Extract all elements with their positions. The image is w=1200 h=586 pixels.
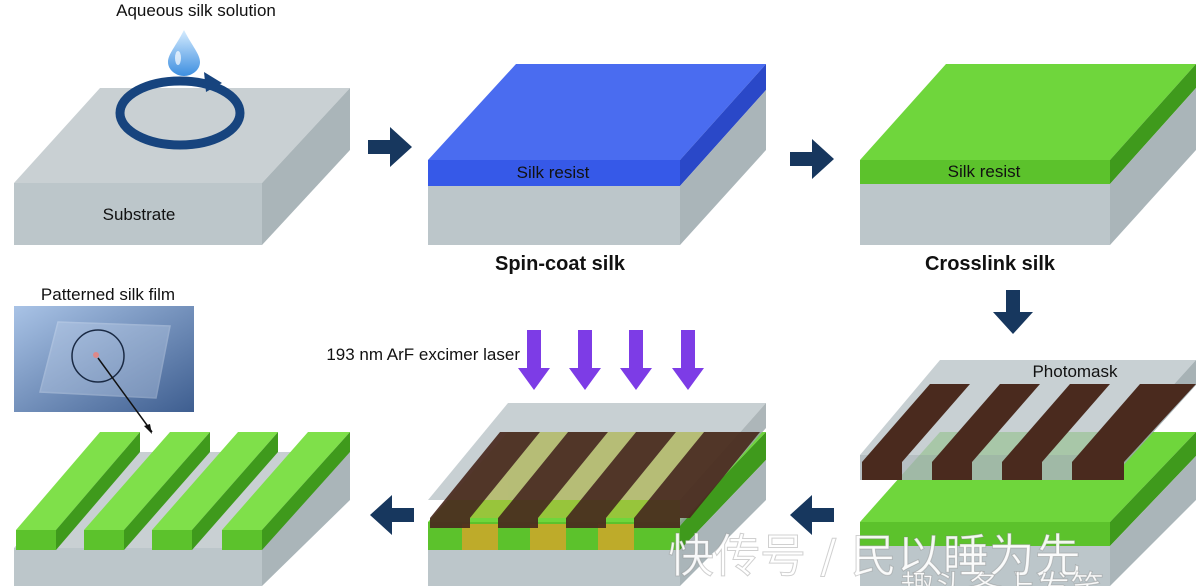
mask-strips	[862, 384, 1196, 480]
panel-patterned: Patterned silk film	[14, 285, 350, 586]
process-arrow-icon	[370, 495, 414, 535]
exposure-mask-strips	[430, 432, 760, 528]
substrate-top	[14, 88, 350, 183]
panel-crosslink: Silk resist Crosslink silk	[860, 64, 1196, 275]
patterned-film-photo	[14, 306, 194, 412]
process-arrow-icon	[368, 127, 412, 167]
panel-laser-exposure: 193 nm ArF excimer laser	[326, 330, 766, 586]
watermark: 快传号 / 民以睡为先 趣头条上发笑	[668, 529, 1105, 586]
panel-substrate: Aqueous silk solution Substrate	[14, 1, 350, 245]
silk-resist-green-label: Silk resist	[948, 162, 1021, 181]
substrate-label: Substrate	[103, 205, 176, 224]
pointer-line	[97, 357, 153, 433]
watermark-line1: 快传号 / 民以睡为先	[668, 529, 1081, 583]
patterned-label: Patterned silk film	[41, 285, 175, 304]
silk-ridges	[16, 432, 350, 550]
laser-label: 193 nm ArF excimer laser	[326, 345, 520, 364]
substrate-side	[262, 88, 350, 245]
panel-spin-coat: Silk resist Spin-coat silk	[428, 64, 766, 275]
watermark-line2: 趣头条上发笑	[900, 569, 1104, 586]
crosslink-caption: Crosslink silk	[925, 253, 1056, 275]
water-drop-icon	[168, 30, 200, 76]
aqueous-label: Aqueous silk solution	[116, 1, 276, 20]
process-arrow-icon	[790, 139, 834, 179]
laser-arrow-icon	[518, 330, 704, 390]
spin-coat-caption: Spin-coat silk	[495, 253, 626, 275]
process-arrow-icon	[993, 290, 1033, 334]
spin-arrow-icon	[115, 72, 245, 150]
substrate-front	[14, 183, 262, 245]
process-arrow-icon	[790, 495, 834, 535]
photomask-label: Photomask	[1032, 362, 1118, 381]
silk-resist-blue-label: Silk resist	[517, 163, 590, 182]
panel-photomask: Photomask	[860, 360, 1196, 586]
